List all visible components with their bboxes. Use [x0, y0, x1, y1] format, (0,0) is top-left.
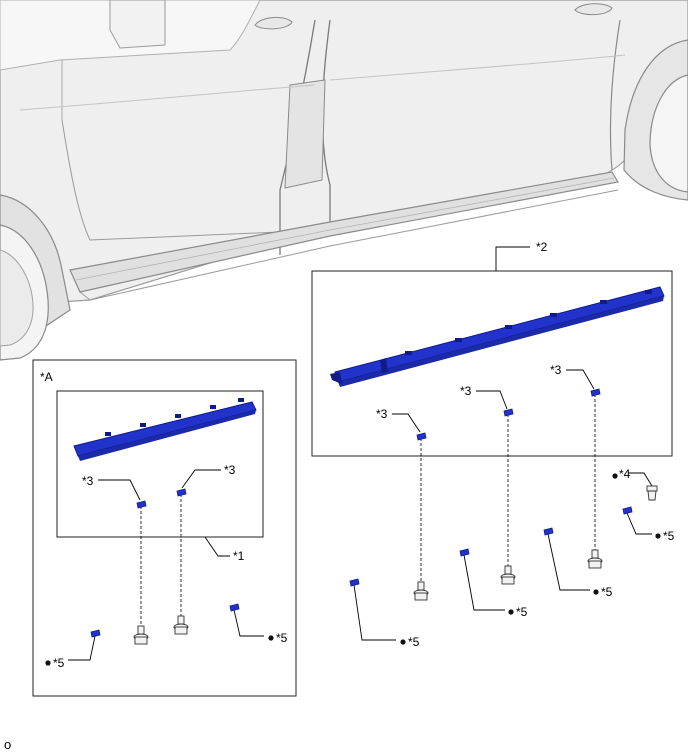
clip-icon [136, 500, 147, 509]
callout-3: *3 [224, 463, 236, 477]
callout-3: *3 [376, 407, 388, 421]
bullets [45, 473, 661, 666]
leader-lines [68, 246, 653, 661]
bolts [133, 485, 658, 645]
callout-3: *3 [550, 363, 562, 377]
clip-icon [176, 488, 187, 497]
door-seam-rear [609, 19, 621, 171]
retainer-clips [90, 506, 633, 638]
bolt-icon [587, 549, 603, 569]
figure-code: o [4, 737, 11, 752]
short-side-moulding [73, 398, 257, 461]
clip-icon [503, 408, 514, 417]
callout-4: *4 [619, 467, 631, 481]
view-a-frame: *A [32, 359, 297, 697]
view-a-label: *A [40, 370, 53, 384]
clip-icon [590, 388, 601, 397]
bolt-icon [413, 581, 429, 601]
callout-5: *5 [663, 529, 675, 543]
bolt-icon [173, 615, 189, 635]
assembly-dashed-lines [140, 394, 596, 632]
rivet-icon [646, 485, 658, 501]
callout-2: *2 [536, 240, 548, 254]
callout-5: *5 [276, 631, 288, 645]
bolt-icon [500, 565, 516, 585]
callout-3: *3 [460, 384, 472, 398]
bolt-icon [133, 625, 149, 645]
rear-tyre [649, 74, 688, 193]
callout-5: *5 [408, 635, 420, 649]
long-side-moulding [330, 286, 665, 387]
callout-5: *5 [516, 605, 528, 619]
callout-1: *1 [233, 549, 245, 563]
door-mirror [109, 0, 166, 49]
callout-labels: *2 *1 *3 *3 *3 *3 *3 *4 *5 *5 *5 *5 *5 *… [4, 240, 675, 752]
callout-5: *5 [601, 585, 613, 599]
clip-icon [416, 432, 427, 441]
vehicle-body [0, 0, 688, 361]
clips [136, 388, 601, 509]
callout-3: *3 [82, 474, 94, 488]
callout-5: *5 [53, 656, 65, 670]
